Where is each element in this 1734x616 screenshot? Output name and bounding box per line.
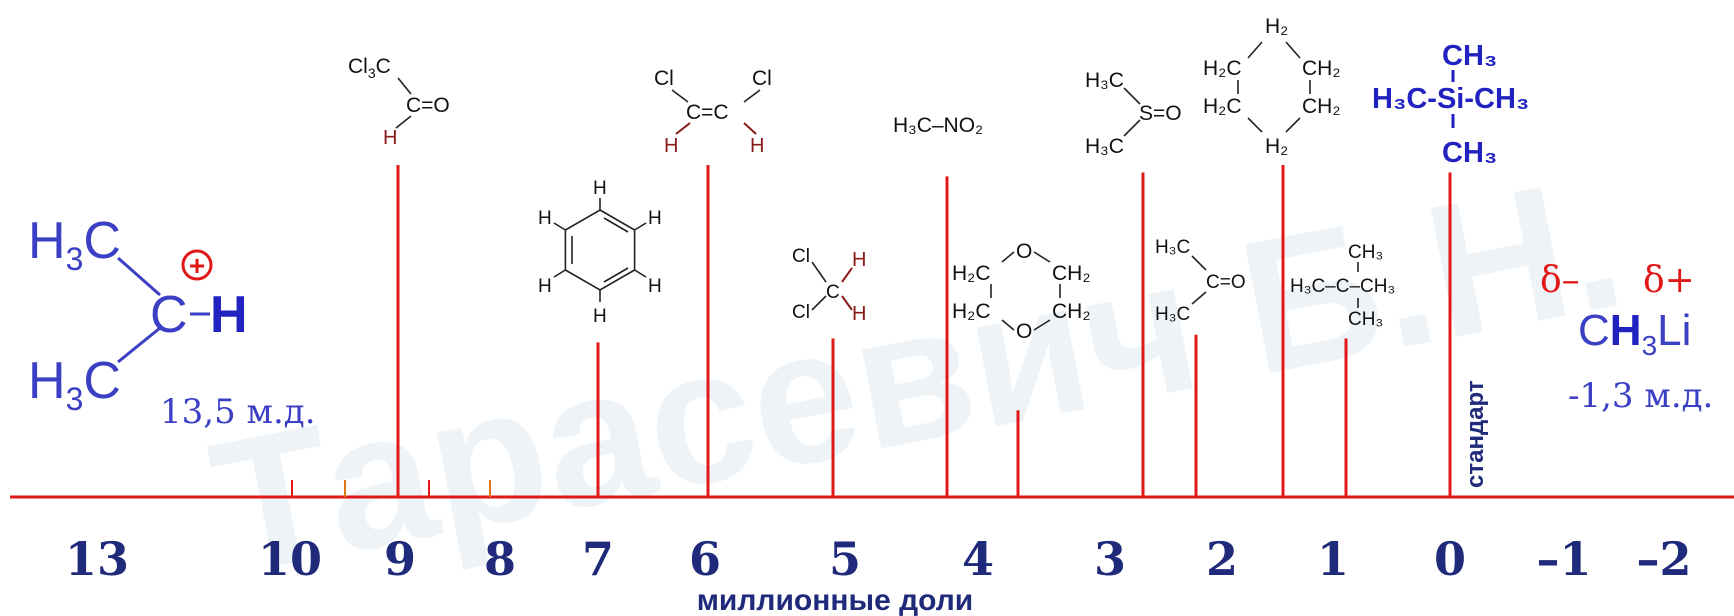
- svg-text:H₃C: H₃C: [1085, 69, 1124, 92]
- cation-h-bottom: H: [28, 352, 66, 410]
- svg-text:C=O: C=O: [1206, 272, 1246, 293]
- svg-text:H₂: H₂: [1265, 15, 1288, 38]
- benzene-structure: H H H H H H: [538, 178, 662, 327]
- tick-label: 10: [258, 532, 322, 586]
- svg-text:H₂C: H₂C: [952, 262, 990, 285]
- svg-text:H: H: [852, 303, 866, 325]
- svg-text:H₃C: H₃C: [1085, 135, 1124, 158]
- isopropyl-cation: H3C H3C C + H 13,5 м.д.: [28, 212, 316, 432]
- tick-label: 6: [689, 532, 721, 586]
- svg-text:CH3Li: CH3Li: [1578, 306, 1691, 361]
- svg-text:H₃C-Si-CH₃: H₃C-Si-CH₃: [1372, 83, 1529, 115]
- positive-charge-icon: [181, 249, 213, 281]
- cation-shift-label: 13,5 м.д.: [160, 392, 316, 432]
- cation-hydrogen: H: [210, 286, 248, 344]
- dioxane-structure: O O H₂C H₂C CH₂ CH₂: [952, 240, 1090, 343]
- svg-text:H: H: [750, 135, 764, 157]
- svg-text:H₂C: H₂C: [1203, 95, 1241, 118]
- svg-text:H₂C: H₂C: [952, 300, 990, 323]
- svg-text:O: O: [1016, 240, 1032, 263]
- svg-text:CH₃: CH₃: [1442, 137, 1497, 169]
- delta-minus: δ–: [1540, 260, 1580, 301]
- svg-text:H: H: [383, 127, 397, 149]
- axis-title: миллионные доли: [697, 584, 974, 616]
- tick-label: 13: [65, 532, 129, 586]
- svg-text:H: H: [593, 178, 607, 199]
- cation-carbon: C: [150, 286, 188, 344]
- svg-text:C: C: [826, 282, 840, 303]
- tick-label: 0: [1434, 532, 1466, 586]
- dichloroethene-structure: Cl Cl C=C H H: [654, 67, 772, 157]
- svg-text:H: H: [664, 135, 678, 157]
- standard-label: стандарт: [1462, 380, 1489, 488]
- svg-text:S=O: S=O: [1139, 102, 1182, 125]
- svg-text:C=C: C=C: [686, 101, 729, 124]
- svg-text:H₂: H₂: [1265, 135, 1288, 158]
- methyllithium: δ– δ+ CH3Li -1,3 м.д.: [1540, 260, 1713, 416]
- svg-text:Cl: Cl: [654, 67, 674, 90]
- dichloromethane-structure: Cl Cl C H H: [792, 246, 866, 325]
- svg-text:Cl: Cl: [792, 302, 810, 323]
- svg-text:H: H: [648, 276, 662, 297]
- svg-text:H₂C: H₂C: [1203, 57, 1241, 80]
- svg-text:H: H: [593, 306, 607, 327]
- tick-label: –1: [1536, 532, 1591, 586]
- tick-label: 2: [1206, 532, 1238, 586]
- svg-text:H3C: H3C: [28, 212, 121, 277]
- tms-structure: CH₃ H₃C-Si-CH₃ CH₃: [1372, 40, 1529, 169]
- tick-label: 5: [829, 532, 861, 586]
- cation-h-top: H: [28, 212, 66, 270]
- svg-text:H: H: [538, 276, 552, 297]
- isobutane-structure: CH₃ H₃C–C–CH₃ CH₃: [1290, 242, 1395, 330]
- tick-label: 4: [962, 532, 994, 586]
- dmso-structure: H₃C H₃C S=O: [1085, 69, 1182, 158]
- svg-text:H3C: H3C: [28, 352, 121, 417]
- nitromethane-structure: H₃C–NO₂: [893, 114, 983, 137]
- tick-label: 3: [1094, 532, 1126, 586]
- svg-text:H: H: [648, 208, 662, 229]
- anion-shift-label: -1,3 м.д.: [1568, 376, 1713, 416]
- svg-text:O: O: [1016, 320, 1032, 343]
- svg-text:CH₃: CH₃: [1442, 40, 1497, 72]
- svg-text:CH₂: CH₂: [1052, 300, 1090, 323]
- svg-text:CH₃: CH₃: [1348, 242, 1383, 263]
- svg-text:H: H: [538, 208, 552, 229]
- svg-text:Cl3C: Cl3C: [348, 55, 391, 81]
- trichloroacetaldehyde-structure: Cl3C C=O H: [348, 55, 450, 149]
- peaks: [291, 165, 1452, 497]
- tick-label: 7: [582, 532, 614, 586]
- svg-text:H₃C: H₃C: [1155, 237, 1190, 258]
- svg-text:Cl: Cl: [752, 67, 772, 90]
- tick-label: 1: [1317, 532, 1349, 586]
- acetone-structure: H₃C H₃C C=O: [1155, 237, 1246, 325]
- svg-text:Cl: Cl: [792, 246, 810, 267]
- svg-text:H: H: [852, 249, 866, 271]
- svg-text:H₃C–C–CH₃: H₃C–C–CH₃: [1290, 276, 1395, 297]
- tick-label: 8: [484, 532, 516, 586]
- tick-label: 9: [384, 532, 416, 586]
- tick-label: –2: [1636, 532, 1691, 586]
- svg-text:H₃C: H₃C: [1155, 304, 1190, 325]
- cyclohexane-structure: H₂ H₂ H₂C H₂C CH₂ CH₂: [1203, 15, 1340, 158]
- svg-text:CH₂: CH₂: [1302, 95, 1340, 118]
- delta-plus: δ+: [1643, 260, 1695, 301]
- svg-text:C=O: C=O: [406, 94, 450, 117]
- svg-text:CH₂: CH₂: [1302, 57, 1340, 80]
- svg-text:CH₃: CH₃: [1348, 309, 1383, 330]
- charge-sign: +: [189, 250, 205, 281]
- svg-text:CH₂: CH₂: [1052, 262, 1090, 285]
